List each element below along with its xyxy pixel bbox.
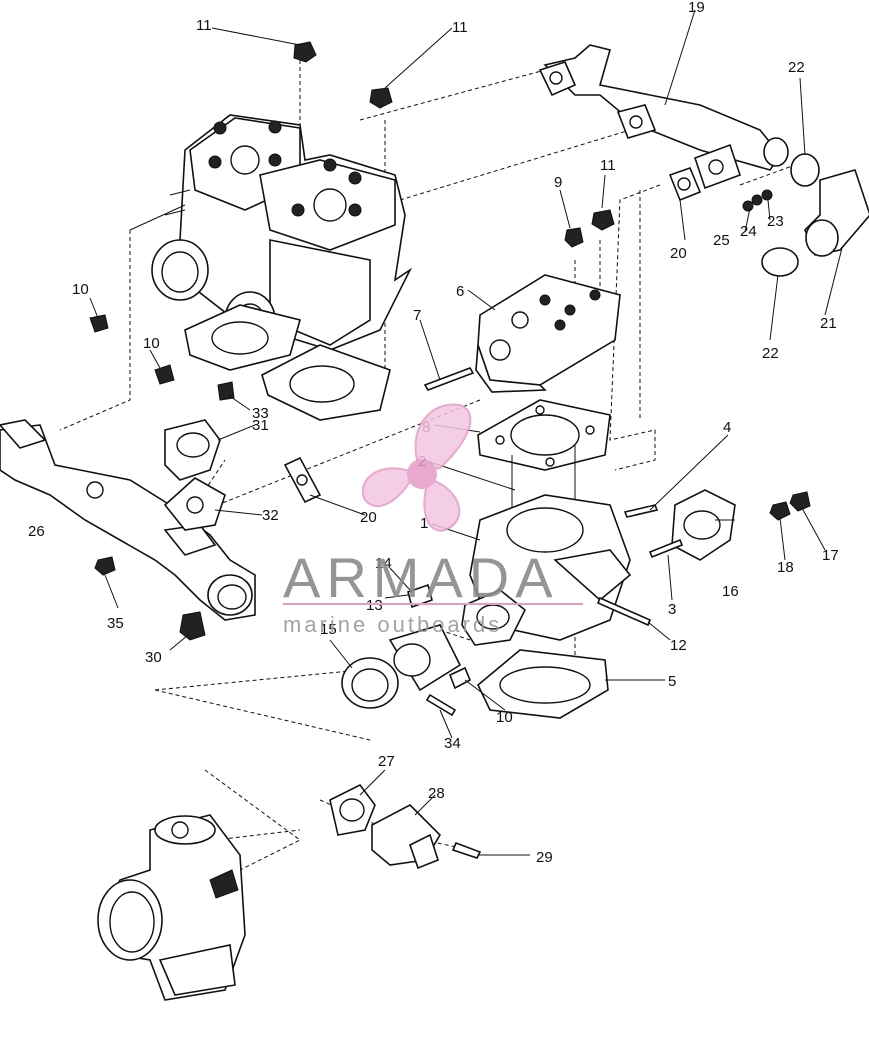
small-washers <box>742 189 773 212</box>
callout-6: 6 <box>456 283 464 300</box>
bolt-34 <box>425 693 457 717</box>
assembly-guide-lines <box>59 60 796 871</box>
studs <box>596 504 684 627</box>
callout-22-a: 22 <box>788 59 805 76</box>
callout-15: 15 <box>320 621 337 638</box>
callout-11-c: 11 <box>600 157 616 174</box>
callout-11-a: 11 <box>196 17 212 34</box>
callout-7: 7 <box>413 307 421 324</box>
base-gaskets-assembled <box>184 304 391 421</box>
callout-17: 17 <box>822 547 839 564</box>
callout-27: 27 <box>378 753 395 770</box>
left-fittings <box>89 314 235 401</box>
callout-25: 25 <box>713 232 730 249</box>
callout-18: 18 <box>777 559 794 576</box>
callout-3: 3 <box>668 601 676 618</box>
base-gasket <box>477 649 609 719</box>
callout-33: 33 <box>252 405 269 422</box>
callout-16: 16 <box>722 583 739 600</box>
callout-29: 29 <box>536 849 553 866</box>
callout-20-b: 20 <box>360 509 377 526</box>
exhaust-flange-gasket <box>671 489 736 561</box>
temp-sender <box>179 611 206 641</box>
armada-watermark: ARMADA marine outboards <box>283 403 583 637</box>
callout-30: 30 <box>145 649 162 666</box>
callout-10-a: 10 <box>72 281 89 298</box>
callout-13: 13 <box>366 597 383 614</box>
carb-flange <box>164 419 221 481</box>
intake-manifold <box>0 419 256 621</box>
head-gasket <box>477 399 611 471</box>
bolt-29 <box>451 841 482 859</box>
watermark-rule <box>283 603 583 605</box>
thermostat-gasket <box>329 783 376 836</box>
exhaust-hose <box>804 169 869 257</box>
callout-12: 12 <box>670 637 687 654</box>
callout-14: 14 <box>375 555 392 572</box>
fittings <box>407 583 472 690</box>
callout-28: 28 <box>428 785 445 802</box>
carburetor <box>97 814 246 1001</box>
stud-7 <box>423 367 475 391</box>
callout-23: 23 <box>767 213 784 230</box>
callout-26: 26 <box>28 523 45 540</box>
propeller-blade-left <box>361 467 413 507</box>
hose-clamps <box>761 153 820 277</box>
callout-10-b: 10 <box>143 335 160 352</box>
thermostat-cover <box>371 804 442 870</box>
watermark-brand: ARMADA <box>283 546 559 609</box>
callout-32: 32 <box>262 507 279 524</box>
intake-boot <box>341 624 462 709</box>
exhaust-pipe <box>538 44 789 190</box>
propeller-hub <box>407 459 437 489</box>
callout-5: 5 <box>668 673 676 690</box>
propeller-logo-icon <box>361 403 472 532</box>
flange-nuts <box>769 491 811 521</box>
callout-21: 21 <box>820 315 837 332</box>
callout-24: 24 <box>740 223 757 240</box>
propeller-blade-top <box>414 403 472 472</box>
callout-1: 1 <box>420 515 428 532</box>
propeller-blade-right <box>423 478 461 532</box>
watermark-tagline: marine outboards <box>283 612 502 637</box>
cylinder-head <box>475 274 621 393</box>
callout-35: 35 <box>107 615 124 632</box>
exhaust-gasket-right <box>668 166 702 202</box>
callout-31: 31 <box>252 417 269 434</box>
callout-leaders <box>89 9 843 856</box>
callout-4: 4 <box>723 419 731 436</box>
nuts <box>293 41 615 248</box>
callout-22-b: 22 <box>762 345 779 362</box>
callout-20-a: 20 <box>670 245 687 262</box>
exhaust-gasket-center <box>283 456 322 504</box>
callout-10-c: 10 <box>496 709 513 726</box>
carb-flange-gasket <box>163 477 226 531</box>
nut-35 <box>94 556 116 576</box>
callout-numbers: 11 11 19 22 9 11 10 10 6 7 20 25 24 23 2… <box>28 0 839 866</box>
callout-19: 19 <box>688 0 705 16</box>
callout-9: 9 <box>554 174 562 191</box>
callout-11-b: 11 <box>452 19 468 36</box>
callout-34: 34 <box>444 735 461 752</box>
